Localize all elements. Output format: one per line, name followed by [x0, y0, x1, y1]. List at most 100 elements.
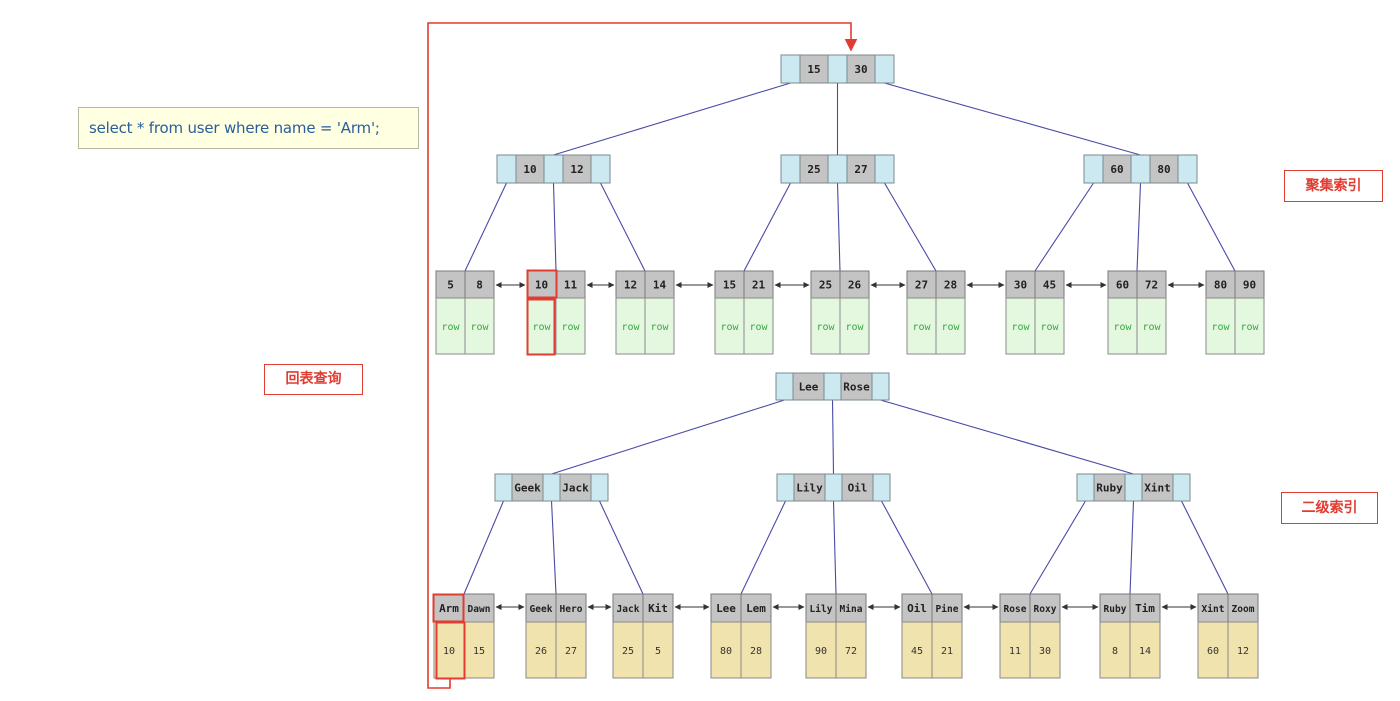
- leaf-value-cell: [464, 297, 495, 355]
- leaf-value: row: [561, 322, 580, 333]
- leaf-value: 90: [815, 646, 827, 657]
- leaf-key: 45: [1043, 279, 1056, 292]
- leaf-key: Hero: [560, 604, 583, 615]
- node-key: Xint: [1144, 482, 1171, 495]
- node-key: 27: [854, 163, 867, 176]
- leaf-value-cell: [642, 621, 674, 679]
- node-key: Ruby: [1096, 482, 1123, 495]
- leaf-value: 80: [720, 646, 732, 657]
- leaf-key: 80: [1214, 279, 1227, 292]
- leaf-key: 30: [1014, 279, 1027, 292]
- leaf-value-cell: [1136, 297, 1167, 355]
- leaf-key-cell: [435, 270, 466, 299]
- leaf-key: 25: [819, 279, 832, 292]
- leaf-key-cell: [810, 270, 841, 299]
- key-cell: [1102, 154, 1132, 184]
- leaf-key-cell: [714, 270, 745, 299]
- leaf-value: 60: [1207, 646, 1219, 657]
- pointer-cell: [543, 154, 564, 184]
- node-key: 12: [570, 163, 583, 176]
- leaf-key-cell: [1029, 593, 1061, 623]
- leaf-value: row: [650, 322, 669, 333]
- pointer-cell: [823, 372, 842, 401]
- leaf-value: 21: [941, 646, 953, 657]
- pointer-cell: [1076, 473, 1095, 502]
- leaf-value-cell: [1029, 621, 1061, 679]
- secondary-internal-node: Ruby Xint: [1076, 473, 1191, 502]
- leaf-value-cell: [906, 297, 937, 355]
- pointer-cell: [1177, 154, 1198, 184]
- leaf-key-cell: [1205, 270, 1236, 299]
- tree-edge: [740, 500, 786, 595]
- leaf-key-cell: [901, 593, 933, 623]
- leaf-value-cell: [743, 297, 774, 355]
- key-cell: [799, 54, 829, 84]
- node-key: Lily: [796, 482, 823, 495]
- leaf-value-cell: [525, 621, 557, 679]
- leaf-key: 12: [624, 279, 637, 292]
- leaf-key-cell: [1234, 270, 1265, 299]
- tree-edges: [463, 82, 1236, 595]
- clustered-index-label: 聚集索引: [1284, 170, 1383, 202]
- pointer-cell: [1124, 473, 1143, 502]
- tree-edge: [1181, 500, 1229, 595]
- tree-edge: [599, 500, 644, 595]
- pointer-cell: [590, 473, 609, 502]
- leaf-value-cell: [612, 621, 644, 679]
- tree-edge: [884, 182, 937, 272]
- leaf-value-cell: [463, 621, 495, 679]
- leaf-value-cell: [1034, 297, 1065, 355]
- leaf-value: row: [470, 322, 489, 333]
- pointer-cell: [874, 54, 895, 84]
- tree-edge: [463, 500, 505, 595]
- leaf-value-cell: [433, 621, 465, 679]
- pointer-cell: [776, 473, 795, 502]
- leaf-value-cell: [1107, 297, 1138, 355]
- pointer-cell: [827, 154, 848, 184]
- leaf-key-cell: [931, 593, 963, 623]
- tree-edge: [881, 500, 933, 595]
- tree-edge: [600, 182, 646, 272]
- node-key: 80: [1157, 163, 1170, 176]
- key-cell: [840, 372, 873, 401]
- leaf-key-cell: [1005, 270, 1036, 299]
- leaf-key: 11: [564, 279, 578, 292]
- tree-edge: [1187, 182, 1236, 272]
- leaf-key-cell: [1136, 270, 1167, 299]
- leaf-key: 8: [476, 279, 483, 292]
- leaf-value: row: [845, 322, 864, 333]
- leaf-key-cell: [1099, 593, 1131, 623]
- leaf-key-cell: [525, 593, 557, 623]
- lookup-highlight: [427, 22, 858, 689]
- tree-edge: [1034, 182, 1094, 272]
- tree-edge: [880, 399, 1134, 475]
- tree-edge: [553, 82, 791, 156]
- tree-edge: [836, 182, 841, 272]
- leaf-key-cell: [615, 270, 646, 299]
- leaf-value: row: [621, 322, 640, 333]
- leaf-key: Geek: [530, 604, 553, 615]
- leaf-value: row: [1011, 322, 1030, 333]
- leaf-value: row: [912, 322, 931, 333]
- key-cell: [793, 473, 826, 502]
- key-cell: [562, 154, 592, 184]
- leaf-key: Roxy: [1034, 604, 1057, 615]
- leaf-key: Mina: [840, 604, 863, 615]
- node-key: 60: [1110, 163, 1123, 176]
- leaf-key: 72: [1145, 279, 1158, 292]
- leaf-value-cell: [1205, 297, 1236, 355]
- leaf-value: row: [816, 322, 835, 333]
- leaf-key: 5: [447, 279, 454, 292]
- leaf-key: Tim: [1135, 602, 1155, 615]
- leaf-value: 45: [911, 646, 923, 657]
